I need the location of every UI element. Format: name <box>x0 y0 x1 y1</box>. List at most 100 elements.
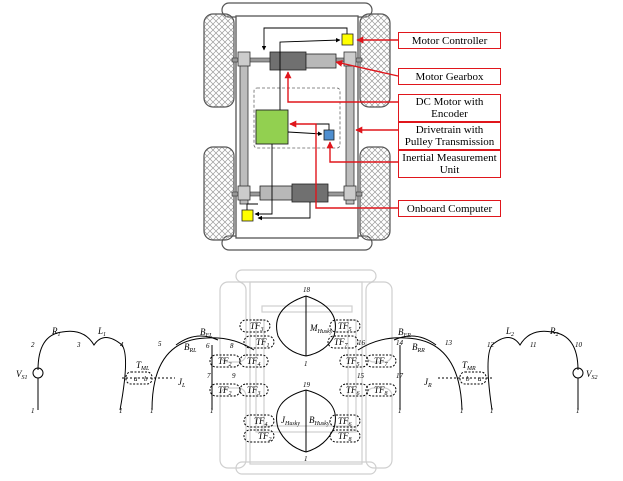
node-1-g: 1 <box>398 407 402 415</box>
port-b-right: b <box>466 375 470 383</box>
lens-lower-left <box>276 389 307 453</box>
tf5-box <box>329 319 361 333</box>
label-vs1: VS1 <box>16 369 28 381</box>
node-9: 9 <box>232 372 236 380</box>
label-motor-gearbox: Motor Gearbox <box>398 68 501 85</box>
label-brr: BRR <box>412 342 425 354</box>
label-bfl: BFL <box>200 327 213 339</box>
label-motor-controller: Motor Controller <box>398 32 501 49</box>
label-tf8: TF8 <box>338 431 352 443</box>
node-2: 2 <box>31 341 35 349</box>
label-brl: BRL <box>184 342 197 354</box>
rear-motor-controller <box>241 209 254 222</box>
node-1-j: 1 <box>576 407 580 415</box>
label-tf6: TF6 <box>346 385 360 397</box>
node-15: 15 <box>357 372 365 380</box>
label-drivetrain: Drivetrain with Pulley Transmission <box>398 122 501 150</box>
node-5: 5 <box>158 340 162 348</box>
bond-brl <box>175 335 219 346</box>
tf6-box <box>339 383 369 397</box>
node-18: 18 <box>303 286 311 294</box>
label-vs2: VS2 <box>586 369 598 381</box>
front-motor <box>269 51 307 71</box>
tf7-box-b <box>365 354 397 368</box>
rear-motor <box>291 183 329 203</box>
port-a-right: a <box>478 375 482 383</box>
callout-motor-gearbox <box>335 59 399 77</box>
node-1-b: 1 <box>119 407 123 415</box>
front-gearbox <box>305 53 337 69</box>
bond-brr <box>393 335 437 346</box>
node-6: 6 <box>206 342 210 350</box>
gyrator-tmr <box>459 371 487 385</box>
signal-computer-to-front-controller <box>279 37 341 110</box>
label-l2: L2 <box>505 326 514 338</box>
node-19: 19 <box>303 381 311 389</box>
node-10: 10 <box>575 341 583 349</box>
node-16: 16 <box>358 339 366 347</box>
signal-computer-to-rear-controller <box>254 144 273 217</box>
node-1-f: 1 <box>304 455 308 463</box>
label-tf5: TF5 <box>338 321 352 333</box>
label-imu: Inertial Measurement Unit <box>398 150 501 178</box>
pulley-rr <box>343 185 357 201</box>
label-dc-motor: DC Motor with Encoder <box>398 94 501 122</box>
node-11: 11 <box>530 341 536 349</box>
pulley-fr <box>343 51 357 67</box>
front-left-wheel <box>203 13 235 108</box>
label-tf6-b: TF6 <box>338 416 352 428</box>
node-1-i: 1 <box>490 407 494 415</box>
imu-block <box>323 129 335 141</box>
bond-right-rotor <box>357 337 463 411</box>
label-jhusky: JHusky <box>281 415 300 427</box>
node-7: 7 <box>207 372 211 380</box>
tf8-box-b <box>365 383 397 397</box>
label-tf5-b: TF5 <box>346 356 360 368</box>
label-tf2-b: TF2 <box>218 385 232 397</box>
port-b-left: b <box>144 375 148 383</box>
electronics-bay <box>253 87 341 149</box>
robot-top-view <box>203 2 399 251</box>
label-tml: TML <box>136 360 150 372</box>
tf3-box <box>239 319 271 333</box>
left-drivetrain-rail <box>239 55 249 205</box>
label-tmr: TMR <box>462 360 476 372</box>
tf8-box <box>329 429 361 443</box>
gyrator-tml <box>125 371 153 385</box>
port-a-left: a <box>134 375 138 383</box>
label-tf7-b: TF7 <box>374 356 389 368</box>
signal-controller-to-front-motor <box>261 27 348 51</box>
right-drivetrain-rail <box>345 55 355 205</box>
node-14: 14 <box>396 339 404 347</box>
callout-onboard-computer <box>289 120 398 209</box>
tf7-box <box>327 335 359 349</box>
rear-left-wheel <box>203 146 235 241</box>
label-tf4-b: TF4 <box>254 416 268 428</box>
label-jr: JR <box>424 377 432 389</box>
bond-graph <box>32 295 584 453</box>
signal-encoder-feedback <box>257 202 311 221</box>
rear-right-wheel <box>359 146 391 241</box>
label-tf2-c: TF2 <box>258 431 272 443</box>
node-1-a: 1 <box>31 407 35 415</box>
tf2-box-c <box>243 429 275 443</box>
signal-rear-controller-to-motor <box>246 203 258 210</box>
label-tf3: TF3 <box>250 321 264 333</box>
label-bhusky: BHusky <box>309 415 330 427</box>
lens-upper-left <box>276 295 307 357</box>
label-tf2-a: TF2 <box>218 356 232 368</box>
label-mhusky: MHusky <box>309 323 333 335</box>
node-4: 4 <box>120 341 124 349</box>
label-r1: R1 <box>51 326 61 338</box>
node-12: 12 <box>487 341 495 349</box>
front-bumper <box>221 2 373 18</box>
node-1-e: 1 <box>304 360 308 368</box>
callout-dc-motor <box>284 71 398 103</box>
label-tf1: TF1 <box>256 337 270 349</box>
pulley-rl <box>237 185 251 201</box>
label-tf3-b: TF3 <box>247 385 261 397</box>
bond-graph-labels: 1 2 3 4 1 5 1 6 7 8 9 1 18 1 19 1 16 14 … <box>16 286 598 463</box>
node-1-h: 1 <box>460 407 464 415</box>
bond-left-electrical <box>37 330 127 411</box>
